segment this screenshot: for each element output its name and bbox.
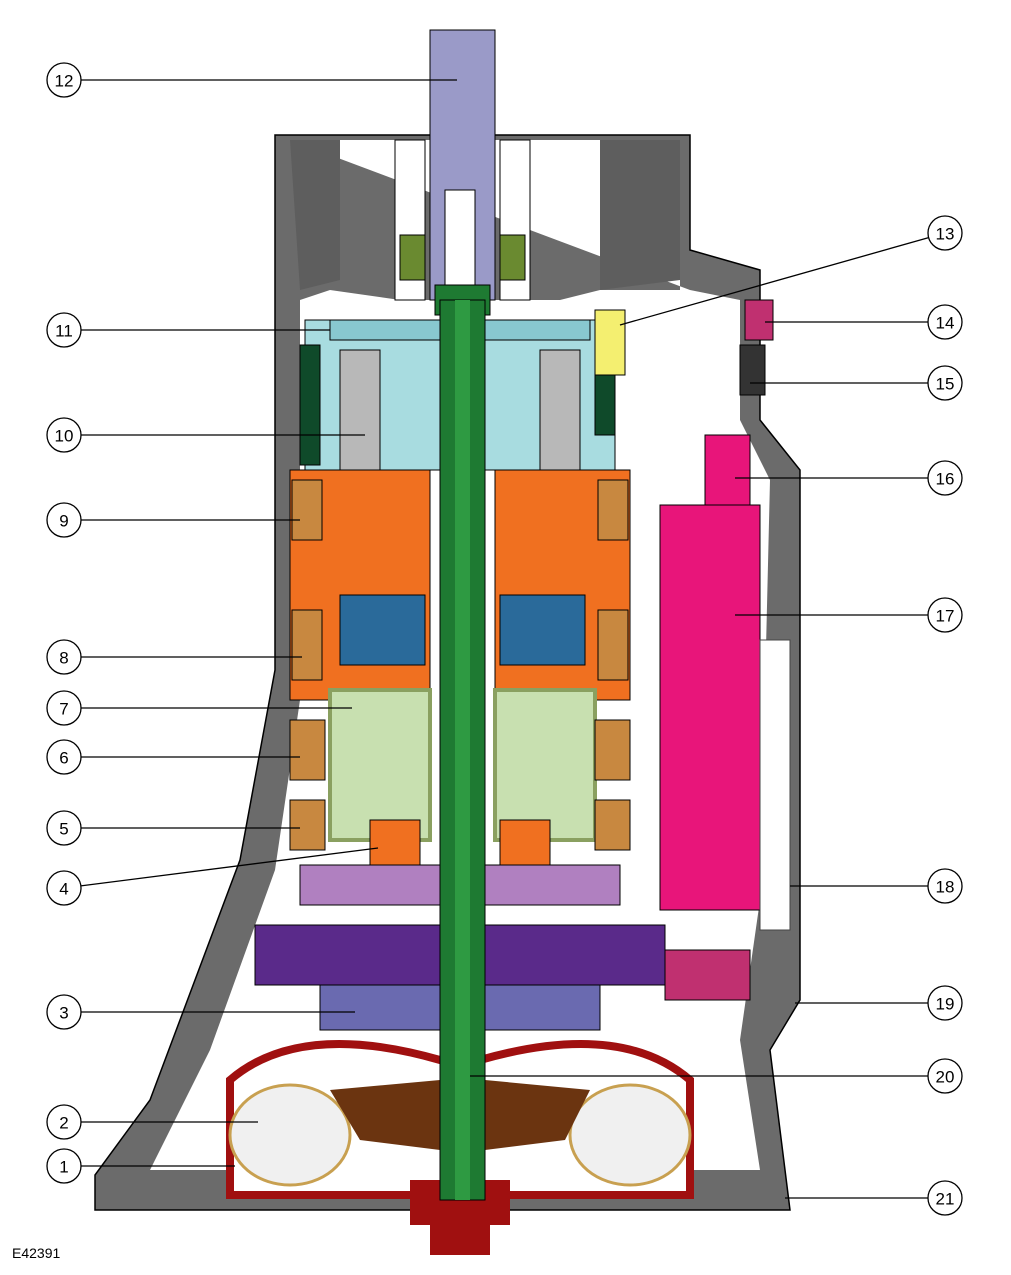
callout-number: 1 bbox=[59, 1158, 68, 1177]
callout-circle bbox=[927, 460, 963, 496]
callout-circle bbox=[927, 1058, 963, 1094]
callout-number: 14 bbox=[936, 314, 955, 333]
callout-number: 20 bbox=[936, 1068, 955, 1087]
callout-circle bbox=[927, 1180, 963, 1216]
figure-id: E42391 bbox=[12, 1245, 61, 1261]
callout-circle bbox=[46, 639, 82, 675]
callout-number: 11 bbox=[55, 322, 73, 341]
callout-20: 20 bbox=[470, 1058, 963, 1094]
callout-number: 12 bbox=[55, 72, 74, 91]
callout-circle bbox=[927, 365, 963, 401]
callout-17: 17 bbox=[735, 597, 963, 633]
leader-line bbox=[80, 847, 379, 887]
callout-6: 6 bbox=[46, 739, 300, 775]
callout-number: 7 bbox=[59, 700, 68, 719]
callout-number: 8 bbox=[59, 649, 68, 668]
callout-number: 18 bbox=[936, 878, 955, 897]
callout-number: 2 bbox=[59, 1114, 68, 1133]
output-shaft bbox=[394, 29, 531, 301]
callout-number: 17 bbox=[936, 607, 955, 626]
callout-circle bbox=[46, 690, 82, 726]
callout-11: 11 bbox=[46, 312, 330, 348]
callout-number: 21 bbox=[936, 1190, 955, 1209]
callout-number: 6 bbox=[59, 749, 68, 768]
callout-4: 4 bbox=[46, 847, 379, 906]
callout-number: 9 bbox=[59, 512, 68, 531]
callout-circle bbox=[927, 868, 963, 904]
callout-12: 12 bbox=[46, 62, 457, 98]
callout-number: 16 bbox=[936, 470, 955, 489]
callout-number: 10 bbox=[55, 427, 74, 446]
callout-10: 10 bbox=[46, 417, 365, 453]
callout-circle bbox=[46, 870, 82, 906]
callout-1: 1 bbox=[46, 1148, 235, 1184]
callout-circle bbox=[927, 597, 963, 633]
callout-circle bbox=[46, 417, 82, 453]
callout-3: 3 bbox=[46, 994, 355, 1030]
callout-number: 4 bbox=[59, 880, 68, 899]
callout-13: 13 bbox=[619, 215, 963, 326]
callout-circle bbox=[46, 312, 82, 348]
clutch-pack-blue bbox=[339, 594, 586, 666]
callout-14: 14 bbox=[765, 304, 963, 340]
callout-number: 13 bbox=[936, 225, 955, 244]
callout-15: 15 bbox=[750, 365, 963, 401]
leader-line bbox=[619, 237, 929, 326]
callout-circle bbox=[46, 1148, 82, 1184]
clutch-pack-green bbox=[289, 688, 631, 871]
callout-5: 5 bbox=[46, 810, 300, 846]
callout-16: 16 bbox=[735, 460, 963, 496]
callout-circle bbox=[46, 1104, 82, 1140]
callout-number: 5 bbox=[59, 820, 68, 839]
callout-9: 9 bbox=[46, 502, 300, 538]
callout-circle bbox=[927, 215, 963, 251]
callout-circle bbox=[927, 985, 963, 1021]
callout-circle bbox=[46, 739, 82, 775]
input-shaft bbox=[434, 189, 491, 1201]
callout-number: 15 bbox=[936, 375, 955, 394]
callout-19: 19 bbox=[795, 985, 963, 1021]
callout-circle bbox=[46, 62, 82, 98]
callout-8: 8 bbox=[46, 639, 302, 675]
callout-7: 7 bbox=[46, 690, 352, 726]
callout-circle bbox=[46, 810, 82, 846]
callout-21: 21 bbox=[785, 1180, 963, 1216]
callout-circle bbox=[46, 994, 82, 1030]
callout-number: 19 bbox=[936, 995, 955, 1014]
valve-body bbox=[659, 299, 791, 1001]
callout-2: 2 bbox=[46, 1104, 258, 1140]
callout-circle bbox=[46, 502, 82, 538]
callout-18: 18 bbox=[790, 868, 963, 904]
callout-circle bbox=[927, 304, 963, 340]
callout-number: 3 bbox=[59, 1004, 68, 1023]
